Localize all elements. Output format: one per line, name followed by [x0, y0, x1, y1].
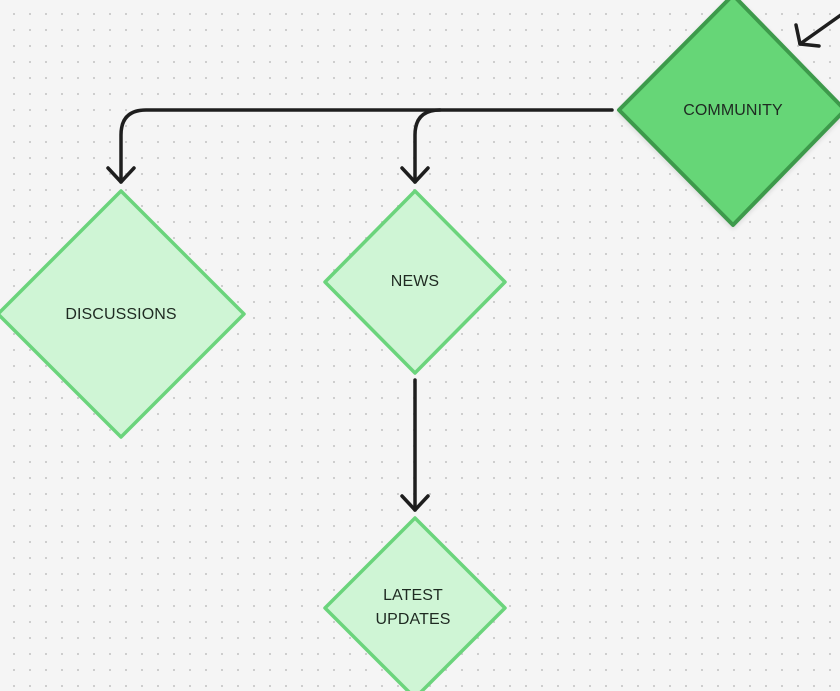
- arrowhead-discussions: [106, 166, 136, 184]
- connector-community-news[interactable]: [413, 108, 442, 184]
- arrowhead-news: [400, 166, 430, 184]
- arrowhead-latest-updates: [400, 494, 430, 512]
- incoming-connector[interactable]: [798, 10, 840, 46]
- connector-community-discussions[interactable]: [119, 108, 614, 184]
- incoming-arrowhead: [794, 23, 821, 48]
- node-community-diamond[interactable]: [617, 0, 840, 227]
- node-news-diamond[interactable]: [323, 189, 507, 375]
- node-latest-updates-diamond[interactable]: [323, 516, 507, 691]
- node-discussions-diamond[interactable]: [0, 189, 246, 439]
